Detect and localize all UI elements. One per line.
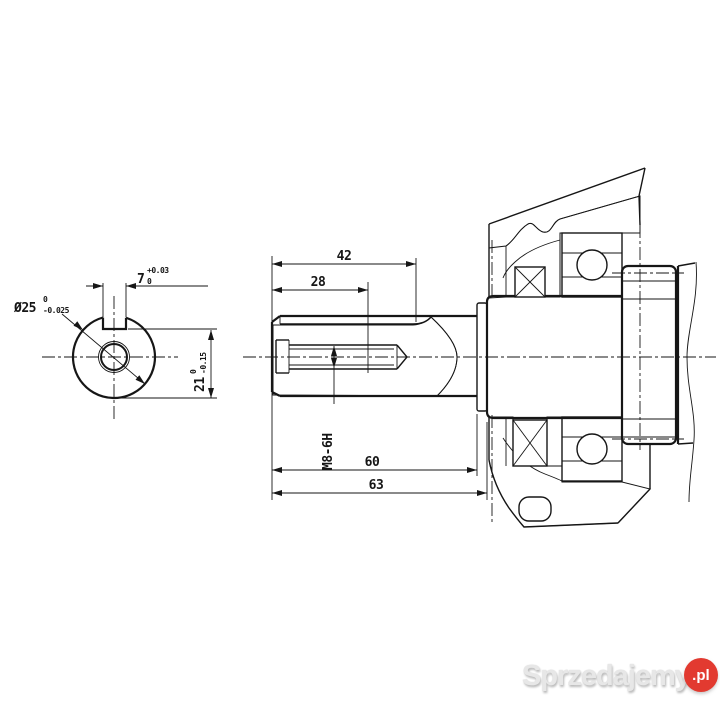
dim-keyway-width: 7 +0.03 0 bbox=[86, 266, 208, 317]
keyway-runout-curve bbox=[430, 316, 458, 397]
keyway-slot bbox=[101, 317, 128, 331]
watermark: Sprzedajemy .pl bbox=[522, 658, 718, 693]
break-line bbox=[686, 261, 697, 503]
timing-gear bbox=[612, 264, 684, 446]
crankcase-top-contour bbox=[488, 167, 646, 225]
ball-bearing-top bbox=[561, 232, 623, 298]
dim-42: 42 bbox=[271, 249, 417, 500]
oil-seal-top bbox=[514, 266, 546, 298]
dim-key-height: 21 0 -0.15 bbox=[118, 328, 217, 399]
svg-text:42: 42 bbox=[337, 249, 352, 264]
svg-text:21: 21 bbox=[193, 377, 208, 392]
crankcase-bottom-right-edge bbox=[617, 445, 651, 524]
seal-boss-curve-top bbox=[502, 239, 561, 279]
dim-28: 28 bbox=[272, 275, 369, 373]
svg-text:28: 28 bbox=[311, 275, 326, 290]
watermark-brand: Sprzedajemy bbox=[522, 660, 691, 692]
keyway-floor-line bbox=[280, 316, 432, 325]
svg-text:60: 60 bbox=[365, 455, 380, 470]
svg-text:7: 7 bbox=[137, 272, 144, 287]
ball-bearing-bottom bbox=[561, 416, 623, 482]
svg-text:+0.03: +0.03 bbox=[147, 266, 169, 275]
shaft-end-view bbox=[42, 296, 178, 421]
crankcase-bottom-contour bbox=[488, 459, 619, 528]
crankcase-section bbox=[488, 167, 651, 528]
watermark-pl-badge: .pl bbox=[683, 658, 718, 692]
svg-text:0: 0 bbox=[43, 295, 48, 304]
crankcase-inner-contour bbox=[505, 195, 641, 247]
dim-thread: M8-6H bbox=[321, 346, 337, 470]
svg-text:M8-6H: M8-6H bbox=[321, 433, 336, 470]
svg-text:0: 0 bbox=[189, 369, 198, 374]
dim-60: 60 bbox=[272, 414, 478, 476]
dim-63: 63 bbox=[272, 422, 488, 500]
bearing-ball-top bbox=[576, 249, 608, 281]
oil-seal-bottom bbox=[512, 419, 548, 467]
crankcase-top-hatching bbox=[488, 195, 641, 299]
watermark-tld: .pl bbox=[692, 666, 710, 684]
svg-text:-0.025: -0.025 bbox=[43, 306, 70, 315]
shaft-outer-circle bbox=[71, 316, 157, 400]
svg-text:-0.15: -0.15 bbox=[199, 352, 208, 374]
keyway-notch-mask bbox=[101, 311, 128, 329]
oil-passage-hole bbox=[518, 496, 552, 522]
svg-text:63: 63 bbox=[369, 478, 384, 493]
bearing-ball-bottom bbox=[576, 433, 608, 465]
dim-shaft-diameter: Ø25 0 -0.025 bbox=[13, 295, 146, 385]
svg-text:0: 0 bbox=[147, 277, 152, 286]
crank-web-break bbox=[676, 261, 697, 503]
svg-text:Ø25: Ø25 bbox=[13, 301, 36, 316]
